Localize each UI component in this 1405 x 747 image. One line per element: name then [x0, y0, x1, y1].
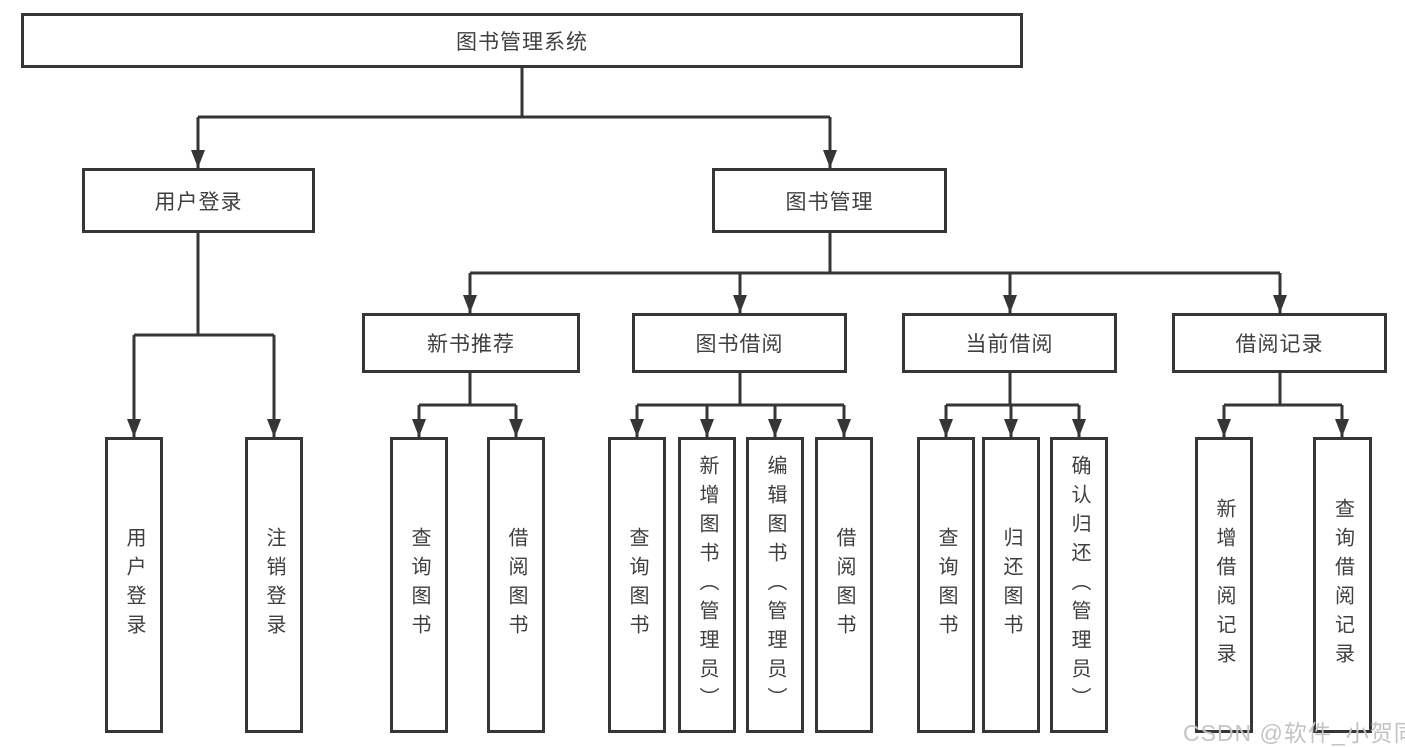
leaf-borrow-books-recommend: 借阅图书 [487, 437, 545, 733]
node-root: 图书管理系统 [21, 13, 1023, 68]
node-new-book-recommend: 新书推荐 [362, 313, 580, 373]
node-book-borrow: 图书借阅 [632, 313, 847, 373]
leaf-add-book-admin: 新增图书（管理员） [678, 437, 736, 733]
leaf-query-books-borrow: 查询图书 [608, 437, 666, 733]
leaf-query-borrow-record: 查询借阅记录 [1313, 437, 1372, 733]
leaf-query-books-recommend: 查询图书 [390, 437, 448, 733]
leaf-user-login: 用户登录 [105, 437, 163, 733]
node-book-management: 图书管理 [712, 168, 947, 233]
leaf-query-books-current: 查询图书 [917, 437, 975, 733]
node-user-login: 用户登录 [82, 168, 315, 233]
leaf-borrow-books: 借阅图书 [815, 437, 873, 733]
csdn-watermark: CSDN @软件_小贺同学 [1183, 720, 1405, 746]
leaf-edit-book-admin: 编辑图书（管理员） [746, 437, 804, 733]
node-current-borrow: 当前借阅 [902, 313, 1117, 373]
leaf-logout: 注销登录 [245, 437, 303, 733]
node-borrow-records: 借阅记录 [1172, 313, 1387, 373]
leaf-confirm-return-admin: 确认归还（管理员） [1050, 437, 1108, 733]
leaf-return-book: 归还图书 [982, 437, 1040, 733]
leaf-add-borrow-record: 新增借阅记录 [1195, 437, 1253, 733]
